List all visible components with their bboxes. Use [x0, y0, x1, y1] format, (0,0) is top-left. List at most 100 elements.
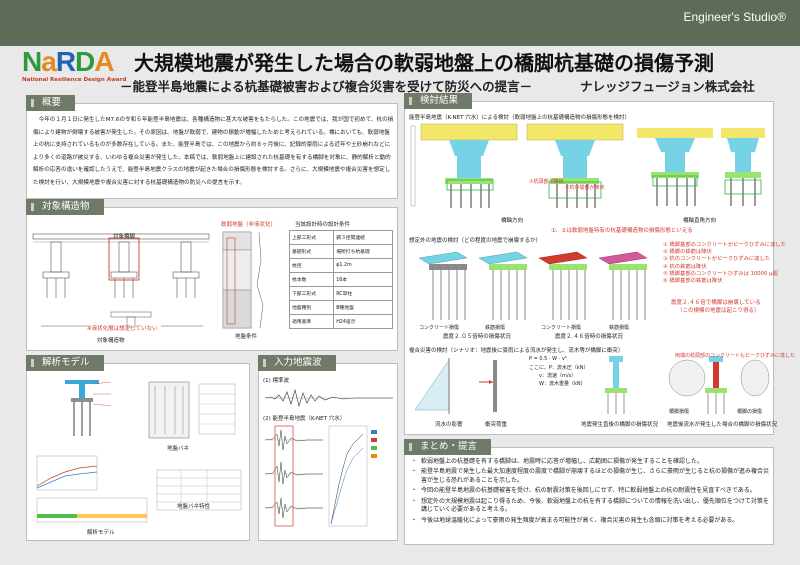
design-table-value: φ1.2m	[333, 258, 393, 273]
axis-trans-label: 橋軸直角方向	[683, 218, 717, 224]
design-table-value: 場所打ち杭基礎	[333, 244, 393, 259]
design-table-value: Ⅲ種地盤	[333, 300, 393, 315]
summary-item: 能登半島地震で発生した最大加速度程度の震度で橋脚が崩壊するほどの損傷が生じ、さら…	[411, 468, 769, 486]
compound-title: 複合災害の検討（シナリオ：地震後に豪雨による流水が発生し、流木等が橋脚に衝突）	[409, 348, 624, 354]
wave-heading: 入力地震波	[258, 355, 336, 371]
design-table-row: 上部工形式鋼３径間連続	[288, 230, 393, 245]
damage-caption: ①、②は軟弱地盤特有の杭基礎構造物の損傷形態といえる	[551, 228, 693, 234]
structure-panel: 対象構造物 ※液状化層は想定していない 対象橋脚 対象構造物 軟弱地盤（非液状化…	[26, 199, 398, 351]
design-table-key: 上部工形式	[288, 230, 335, 245]
impact-label: 衝突荷重	[485, 422, 508, 428]
summary-item: 今回の能登半島地震の杭基礎被害を受け、杭の耐震対策を後回しにせず、特に軟弱地盤上…	[411, 487, 769, 496]
poster-title: 大規模地震が発生した場合の軟弱地盤上の橋脚杭基礎の損傷予測	[134, 51, 714, 75]
result-panel: 検討結果 能登半島地震（K-NET 穴水）による検討（軟弱地盤上の杭基礎構造物の…	[404, 93, 795, 435]
noto-wave-label: (2) 能登半島地震（K-NET 穴水）	[263, 416, 346, 422]
legend-item: ④ 杭の鉄筋は降伏	[663, 263, 707, 270]
damage-legend: ① 橋脚基部のコンクリートがピークひずみに達した ② 橋脚の鉄筋は降伏 ③ 杭の…	[663, 242, 786, 285]
water-label: 流水の影響	[435, 422, 463, 428]
legend-item: ② 橋脚の鉄筋は降伏	[663, 249, 712, 256]
standard-wave-label: (1) 標準波	[263, 378, 290, 384]
legend-item: ⑤ 橋脚基部のコンクリートひずみは 10000 μ超	[663, 270, 778, 277]
legend-item: ① 橋脚基部のコンクリートがピークひずみに達した	[663, 242, 786, 248]
design-table-key: 杭径	[288, 258, 335, 273]
compound-red-note: 両端の杭頭部のコンクリートもピークひずみに達した	[675, 353, 796, 359]
design-table-key: 適用基準	[288, 314, 335, 329]
damage-figure-top	[410, 123, 765, 208]
assume-title: 想定外の地震の検討（どの程度の地震で崩壊するか）	[409, 238, 542, 244]
design-table-row: 基礎形式場所打ち杭基礎	[288, 244, 393, 259]
spring-caption: 地盤バネ	[167, 446, 190, 452]
formula-1: P = 0.5 · W · v²	[529, 356, 567, 362]
structure-heading: 対象構造物	[26, 199, 104, 215]
axis-long-label: 橋軸方向	[501, 218, 524, 224]
pier-collapse-label: 橋脚の損傷	[737, 409, 763, 415]
model-heading: 解析モデル	[26, 355, 104, 371]
damage-note-2: ②杭中間部が降伏	[565, 185, 605, 191]
overview-text: 今年の１月１日に発生したM7.6の令和６年能登半島地震は、各種構造物に甚大な被害…	[33, 117, 394, 186]
standard-wave-plot	[264, 388, 393, 408]
design-table-key: 地盤種別	[288, 300, 335, 315]
bridge-caption: 対象構造物	[97, 338, 125, 344]
design-table-title: 当該設計時の設計条件	[295, 222, 351, 228]
model-panel: 解析モデル 地盤バネ 地盤バネ特性 解析モデル	[26, 355, 250, 541]
pile-damage-figure	[418, 251, 648, 320]
pile-label-3: コンクリート損傷	[541, 325, 582, 331]
target-pier-label: 対象橋脚	[113, 234, 136, 240]
pile-label-4: 鉄筋損傷	[609, 325, 630, 331]
cap-after-quake: 地震発生直後の橋脚の損傷状況	[581, 422, 659, 428]
collapse-note-2: （この規模の地震は起こり得る）	[677, 308, 760, 314]
legend-item: ③ 杭のコンクリートがピークひずみに達した	[663, 256, 771, 263]
result-intro: 能登半島地震（K-NET 穴水）による検討（軟弱地盤上の杭基礎構造物の損傷形態を…	[409, 115, 631, 121]
studio-brand: Engineer's Studio®	[683, 10, 786, 24]
logo-wordmark: NaRDA	[22, 46, 115, 77]
summary-heading: まとめ・提言	[404, 439, 492, 455]
pier-damage-label: 橋脚損傷	[669, 409, 690, 415]
design-table-key: 下部工形式	[288, 286, 335, 301]
noto-wave-plots	[264, 425, 377, 527]
design-table-key: 基礎形式	[288, 244, 335, 259]
design-table-value: RC単柱	[333, 286, 393, 301]
liquefaction-note: ※液状化層は想定していない	[87, 326, 158, 332]
summary-item: 想定外の大規模地震は起こり得るため、今後、軟弱地盤上の杭を有する橋脚についての情…	[411, 498, 769, 516]
overview-panel: 概要 今年の１月１日に発生したM7.6の令和６年能登半島地震は、各種構造物に甚大…	[26, 95, 398, 199]
wave-panel: 入力地震波 (1) 標準波 (2) 能登半島地震（K-NET 穴水）	[258, 355, 398, 541]
result-heading: 検討結果	[404, 93, 473, 109]
design-table-key: 杭本数	[288, 272, 335, 287]
summary-item: 軟弱地盤上の杭基礎を有する橋脚は、地震時に応答が増幅し、広範囲に損傷が発生するこ…	[411, 458, 769, 467]
soil-title: 軟弱地盤（非液状化）	[221, 222, 277, 228]
summary-list: 軟弱地盤上の杭基礎を有する橋脚は、地震時に応答が増幅し、広範囲に損傷が発生するこ…	[411, 458, 769, 527]
model-drawing	[36, 380, 242, 523]
spring-table-caption: 地盤バネ特性	[177, 504, 211, 510]
design-table-value: H24道示	[333, 314, 393, 329]
formula-3: v：流速（m/s）	[529, 373, 577, 379]
company-name: ナレッジフュージョン株式会社	[580, 79, 755, 94]
pile-label-2: 鉄筋損傷	[485, 325, 506, 331]
cap-2-46: 震度２.４６倍時の損傷状況	[555, 334, 623, 340]
summary-panel: まとめ・提言 軟弱地盤上の杭基礎を有する橋脚は、地震時に応答が増幅し、広範囲に損…	[404, 439, 774, 545]
damage-note-1: ①杭頭部が降伏	[529, 179, 564, 185]
soil-caption: 地盤条件	[235, 334, 258, 340]
poster-subtitle: －能登半島地震による杭基礎被害および複合災害を受けて防災への提言－	[120, 79, 533, 94]
compound-figure	[414, 356, 770, 414]
top-banner: Engineer's Studio®	[0, 0, 800, 46]
design-table-value: 16本	[333, 272, 393, 287]
cap-after-water: 地震後流水が発生した場合の橋脚の損傷状況	[667, 422, 778, 428]
cap-2-05: 震度２.０５倍時の損傷状況	[443, 334, 511, 340]
logo-subtitle: National Resilience Design Award	[22, 77, 127, 83]
design-table-value: 鋼３径間連続	[333, 230, 393, 245]
model-caption: 解析モデル	[87, 530, 115, 536]
summary-item: 今後は地球温暖化によって豪雨の発生頻度が高まる可能性が高く、複合災害の発生も念頭…	[411, 517, 769, 526]
overview-heading: 概要	[26, 95, 76, 111]
collapse-note-1: 震度２.４６倍で橋脚は崩壊している	[671, 300, 761, 306]
formula-4: W：流木重量（kN）	[529, 381, 586, 387]
pile-label-1: コンクリート損傷	[419, 325, 460, 331]
soil-column	[222, 231, 264, 329]
bridge-drawing	[32, 233, 210, 328]
legend-item: ⑥ 橋脚基部の鉄筋は降伏	[663, 278, 723, 285]
formula-2: ここに、P：流水圧（kN）	[529, 365, 589, 371]
